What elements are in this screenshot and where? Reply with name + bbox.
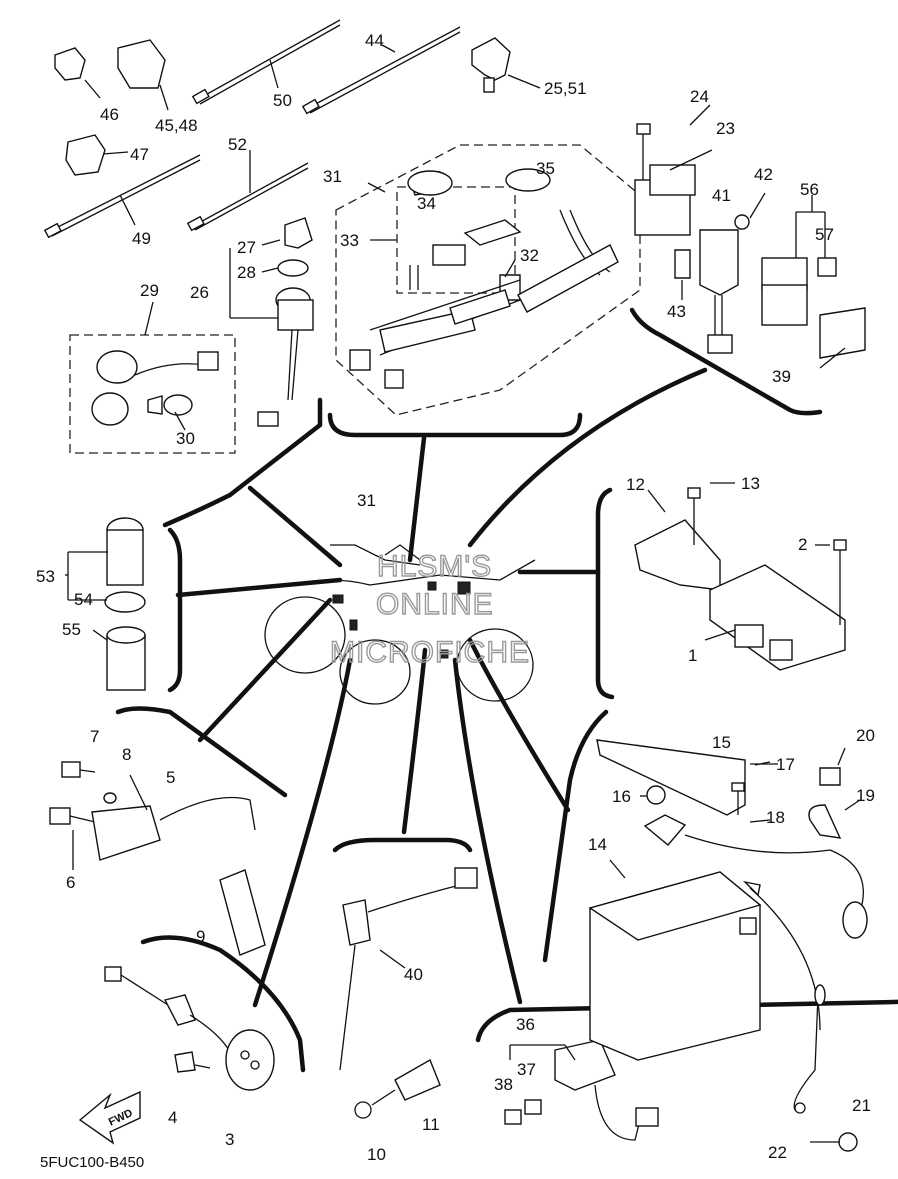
callout-45-48: 45,48 (155, 116, 198, 135)
callout-31-harness: 31 (323, 167, 342, 186)
callout-23: 23 (716, 119, 735, 138)
callout-26: 26 (190, 283, 209, 302)
wire-harness-31 (335, 144, 641, 416)
connector-spokes (175, 367, 708, 1008)
callout-27: 27 (237, 238, 256, 257)
relay-components (634, 104, 866, 369)
callout-56: 56 (800, 180, 819, 199)
callout-6: 6 (66, 873, 75, 892)
callout-5: 5 (166, 768, 175, 787)
callout-2: 2 (798, 535, 807, 554)
callout-1: 1 (688, 646, 697, 665)
battery-assembly (588, 739, 868, 1152)
callout-44: 44 (365, 31, 384, 50)
callout-22: 22 (768, 1143, 787, 1162)
socket-assembly (65, 517, 146, 691)
callout-39: 39 (772, 367, 791, 386)
watermark: HLSM'S ONLINE MICROFICHE (329, 549, 530, 669)
light-assembly-29 (69, 301, 236, 454)
relay-unit-36 (504, 1039, 659, 1141)
callout-35: 35 (536, 159, 555, 178)
callout-49: 49 (132, 229, 151, 248)
callout-57: 57 (815, 225, 834, 244)
diagram-code: 5FUC100-B450 (40, 1154, 144, 1171)
callout-40: 40 (404, 965, 423, 984)
callout-16: 16 (612, 787, 631, 806)
callout-41: 41 (712, 186, 731, 205)
callout-54: 54 (74, 590, 93, 609)
watermark-line3: MICROFICHE (330, 636, 530, 669)
callout-30: 30 (176, 429, 195, 448)
callout-labels: 1 2 3 4 5 6 7 8 9 10 11 12 13 14 15 16 1… (36, 31, 875, 1164)
watermark-line2: ONLINE (376, 588, 494, 621)
sensors-40-10-11 (339, 867, 478, 1119)
callout-10: 10 (367, 1145, 386, 1164)
callout-31-bike: 31 (357, 491, 376, 510)
callout-19: 19 (856, 786, 875, 805)
callout-36: 36 (516, 1015, 535, 1034)
callout-42: 42 (754, 165, 773, 184)
callout-53: 53 (36, 567, 55, 586)
atv-body-outline (264, 544, 536, 705)
callout-38: 38 (494, 1075, 513, 1094)
callout-11: 11 (422, 1115, 440, 1134)
watermark-line1: HLSM'S (377, 550, 492, 583)
regulator-and-cdi (634, 482, 847, 671)
callout-55: 55 (62, 620, 81, 639)
ignition-coil-assembly (49, 761, 266, 956)
callout-12: 12 (626, 475, 645, 494)
callout-21: 21 (852, 1096, 871, 1115)
callout-28: 28 (237, 263, 256, 282)
callout-32: 32 (520, 246, 539, 265)
main-switch-assembly (229, 217, 314, 427)
callout-13: 13 (741, 474, 760, 493)
section-brackets (115, 307, 898, 1073)
callout-33: 33 (340, 231, 359, 250)
callout-17: 17 (776, 755, 795, 774)
callout-52: 52 (228, 135, 247, 154)
callout-9: 9 (196, 927, 205, 946)
clamps-and-ties (43, 19, 541, 239)
callout-24: 24 (690, 87, 709, 106)
callout-46: 46 (100, 105, 119, 124)
speed-sensor-assembly (78, 966, 275, 1145)
callout-47: 47 (130, 145, 149, 164)
callout-50: 50 (273, 91, 292, 110)
callout-34: 34 (417, 194, 436, 213)
callout-4: 4 (168, 1108, 177, 1127)
callout-37: 37 (517, 1060, 536, 1079)
callout-20: 20 (856, 726, 875, 745)
callout-29: 29 (140, 281, 159, 300)
callout-8: 8 (122, 745, 131, 764)
callout-25-51: 25,51 (544, 79, 587, 98)
callout-15: 15 (712, 733, 731, 752)
callout-7: 7 (90, 727, 99, 746)
callout-3: 3 (225, 1130, 234, 1149)
callout-43: 43 (667, 302, 686, 321)
callout-14: 14 (588, 835, 607, 854)
callout-18: 18 (766, 808, 785, 827)
